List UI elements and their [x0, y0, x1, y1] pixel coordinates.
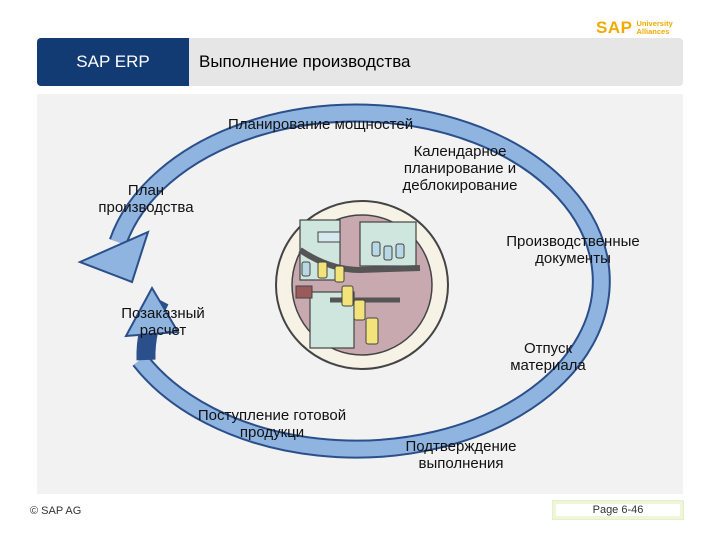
page-title: Выполнение производства — [199, 52, 411, 71]
step-material-issue: Отпуск материала — [510, 340, 586, 374]
product-label: SAP ERP — [37, 38, 189, 86]
sap-university-alliances-logo: SAP University Alliances — [596, 16, 686, 40]
copyright: © SAP AG — [30, 505, 82, 517]
step-scheduling-release: Календарное планирование и деблокировани… — [402, 143, 518, 194]
lower-arrowhead — [124, 285, 180, 338]
logo-line-1: University — [636, 19, 673, 28]
step-confirmation: Подтверждение выполнения — [405, 438, 517, 472]
title-bar: SAP ERP Выполнение производства — [37, 38, 683, 86]
step-capacity-planning: Планирование мощностей — [228, 116, 414, 133]
factory-illustration — [275, 200, 449, 370]
step-production-plan: План производства — [98, 182, 194, 216]
step-production-documents: Производственные документы — [506, 233, 640, 267]
logo-subtitle: University Alliances — [636, 20, 672, 36]
logo-line-2: Alliances — [636, 27, 670, 36]
step-goods-receipt: Поступление готовой продукци — [197, 407, 347, 441]
step-order-settlement: Позаказный расчет — [121, 305, 205, 339]
logo-brand: SAP — [596, 18, 633, 37]
page-number: Page 6-46 — [552, 500, 684, 520]
cycle-arrowhead — [77, 230, 150, 284]
